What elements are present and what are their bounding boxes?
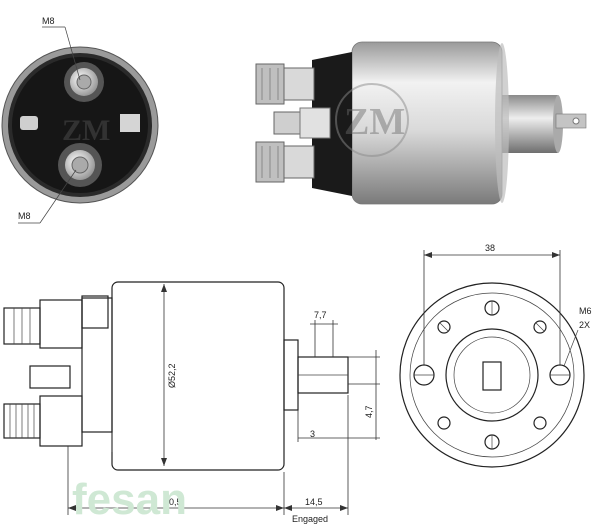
count-2x-text: 2X [579, 320, 590, 330]
plunger-shaft [500, 95, 558, 153]
end-view-photo: ZM [1, 46, 159, 204]
plunger-slot [482, 361, 502, 391]
m6-text: M6 [579, 306, 592, 316]
spade-terminal-right [120, 114, 140, 132]
m8-top-text: M8 [42, 16, 55, 26]
drawing-nose [283, 339, 299, 411]
dim-4-7-text: 4,7 [364, 405, 374, 418]
dim-38-text: 38 [485, 243, 495, 253]
drawing-terminals [3, 295, 113, 447]
inner-boss [445, 328, 539, 422]
dim-14-5-text: 14,5 [305, 497, 323, 507]
dim-diameter-text: Ø52,2 [167, 363, 177, 388]
side-bolt-top [255, 63, 315, 105]
label-m8-bottom: M8 [18, 169, 77, 224]
spade-terminal-left [20, 116, 38, 130]
terminal-top-bolt [64, 62, 104, 102]
dim-7-7-text: 7,7 [314, 310, 327, 320]
plunger-tip [555, 113, 587, 129]
terminal-bottom-bolt [58, 143, 102, 187]
side-bolt-bottom [255, 141, 315, 183]
dim-60-5-text: 60,5 [164, 497, 182, 507]
dim-3-text: 3 [310, 429, 315, 439]
front-drawing: 38 M6 2X [399, 243, 592, 468]
zm-logo-end: ZM [62, 114, 110, 147]
m8-bottom-text: M8 [18, 211, 31, 221]
flange-outer [399, 282, 585, 468]
engaged-text: Engaged [292, 514, 328, 524]
drawing-body [111, 281, 285, 471]
side-spade [273, 107, 331, 139]
side-view-photo: ZM [255, 41, 587, 205]
black-cap [312, 52, 352, 196]
zm-logo-side: ZM [344, 101, 405, 143]
side-drawing: Ø52,2 7,7 4,7 3 60,5 14,5 Engaged [3, 281, 380, 524]
fesan-watermark: fesan [72, 475, 187, 524]
label-m8-top: M8 [42, 16, 81, 81]
